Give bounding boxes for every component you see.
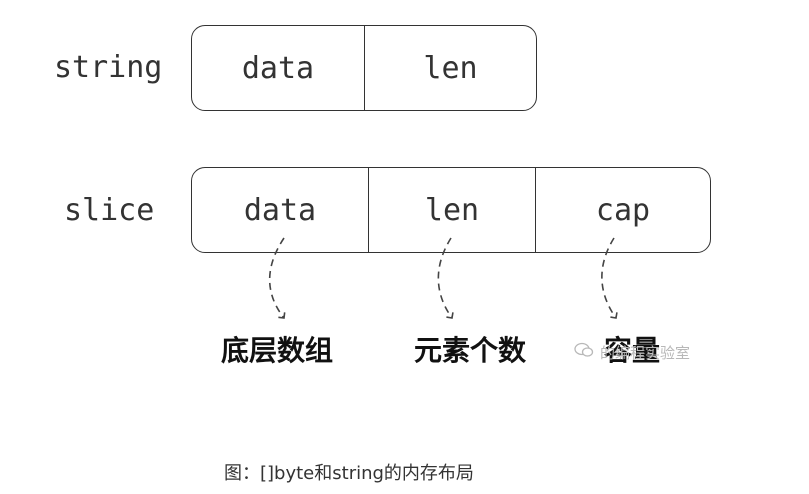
arrow-cap-to-capacity (601, 237, 618, 319)
label-underlying-array: 底层数组 (221, 334, 334, 367)
wechat-icon (574, 342, 594, 358)
watermark-text: 的编程实验室 (600, 344, 691, 362)
string-label: string (54, 50, 163, 85)
label-capacity: 容量 (604, 334, 661, 367)
slice-label: slice (64, 193, 155, 228)
string-struct-box: data len (191, 25, 537, 111)
string-field-data: data (241, 50, 315, 86)
string-field-len: len (364, 26, 536, 110)
figure-caption: 图：[]byte和string的内存布局 (224, 463, 474, 484)
label-element-count: 元素个数 (414, 334, 527, 367)
slice-struct-box: data len cap (191, 167, 711, 253)
arrow-len-to-count (437, 237, 454, 319)
slice-field-cap: cap (535, 168, 710, 252)
arrow-data-to-array (268, 237, 286, 319)
slice-field-data: data (243, 192, 317, 228)
slice-field-len: len (368, 168, 535, 252)
